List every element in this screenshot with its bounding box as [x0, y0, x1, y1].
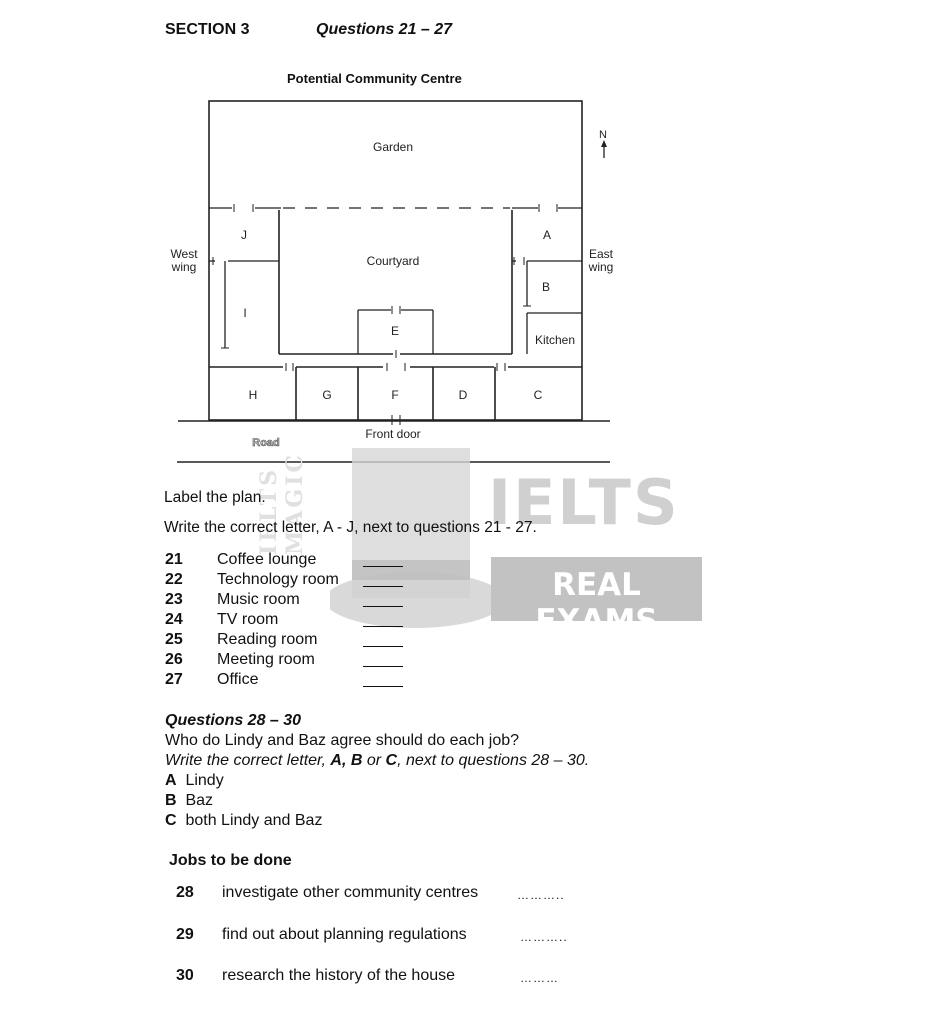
road-label: Road [252, 437, 280, 449]
option-letter: A [165, 772, 177, 789]
question-label: Office [217, 671, 259, 688]
question-number: 23 [165, 591, 183, 608]
answer-blank[interactable] [363, 586, 403, 587]
question-number: 25 [165, 631, 183, 648]
watermark-banner: REAL EXAMS [491, 557, 702, 639]
answer-blank[interactable] [363, 606, 403, 607]
room-b-label: B [542, 280, 550, 294]
option-letter: C [165, 812, 177, 829]
answer-blank[interactable]: ……… [520, 971, 559, 985]
answer-blank[interactable] [363, 666, 403, 667]
question-label: Technology room [217, 571, 339, 588]
answer-blank[interactable] [363, 566, 403, 567]
garden-label: Garden [373, 140, 413, 154]
instruction-letters: C [385, 752, 398, 769]
section-heading: SECTION 3 [165, 21, 250, 38]
jobs-heading: Jobs to be done [169, 852, 292, 869]
kitchen-label: Kitchen [535, 333, 575, 347]
job-label: investigate other community centres [222, 884, 479, 901]
question-number: 21 [165, 551, 183, 568]
answer-blank[interactable] [363, 686, 403, 687]
floor-plan: N Garden Courtyard West wing East wing J… [170, 100, 614, 463]
room-a-label: A [543, 228, 551, 242]
questions-28-30-heading: Questions 28 – 30 [165, 712, 302, 729]
east-wing-label-1: East [589, 247, 614, 261]
question-label: Reading room [217, 631, 318, 648]
option-c: C both Lindy and Baz [165, 812, 322, 830]
room-c-label: C [534, 388, 543, 402]
question-number: 27 [165, 671, 183, 688]
room-i-label: I [243, 306, 246, 320]
west-wing-label-1: West [170, 247, 198, 261]
job-number: 28 [176, 884, 194, 901]
room-h-label: H [249, 388, 258, 402]
room-e-label: E [391, 324, 399, 338]
answer-blank[interactable] [363, 626, 403, 627]
instruction-letters: A, B [330, 752, 363, 769]
courtyard-label: Courtyard [367, 254, 420, 268]
questions-heading: Questions 21 – 27 [316, 21, 453, 38]
instruction-part: Write the correct letter, [165, 752, 331, 769]
option-text: Baz [185, 792, 214, 809]
job-label: research the history of the house [222, 967, 456, 984]
plan-title: Potential Community Centre [287, 71, 462, 86]
job-number: 29 [176, 926, 194, 943]
option-letter: B [165, 792, 177, 809]
question-number: 26 [165, 651, 183, 668]
answer-blank[interactable]: ……….. [517, 888, 565, 902]
question-prompt: Who do Lindy and Baz agree should do eac… [165, 732, 520, 749]
job-number: 30 [176, 967, 194, 984]
question-label: Music room [217, 591, 300, 608]
east-wing-label-2: wing [588, 260, 614, 274]
option-a: A Lindy [165, 772, 224, 790]
instruction-write-letter: Write the correct letter, A - J, next to… [164, 519, 537, 536]
answer-blank[interactable]: ……….. [520, 930, 568, 944]
watermark-hat-icon [330, 448, 505, 628]
west-wing-label-2: wing [171, 260, 197, 274]
question-label: Meeting room [217, 651, 315, 668]
question-label: TV room [217, 611, 279, 628]
front-door-label: Front door [365, 427, 420, 441]
option-text: Lindy [185, 772, 224, 789]
room-f-label: F [391, 388, 398, 402]
option-text: both Lindy and Baz [185, 812, 323, 829]
instruction-part: or [362, 752, 386, 769]
watermark-text-real-exams: REAL EXAMS [535, 567, 658, 639]
north-label: N [599, 129, 607, 141]
question-number: 24 [165, 611, 183, 628]
job-label: find out about planning regulations [222, 926, 467, 943]
instruction-label-plan: Label the plan. [164, 489, 266, 506]
instruction-write-letter-28-30: Write the correct letter, A, B or C, nex… [165, 752, 589, 770]
question-number: 22 [165, 571, 183, 588]
question-label: Coffee lounge [217, 551, 317, 568]
answer-blank[interactable] [363, 646, 403, 647]
room-d-label: D [459, 388, 468, 402]
room-j-label: J [241, 228, 247, 242]
room-g-label: G [322, 388, 331, 402]
instruction-part: , next to questions 28 – 30. [397, 752, 590, 769]
option-b: B Baz [165, 792, 213, 810]
north-arrowhead-icon [601, 140, 607, 147]
